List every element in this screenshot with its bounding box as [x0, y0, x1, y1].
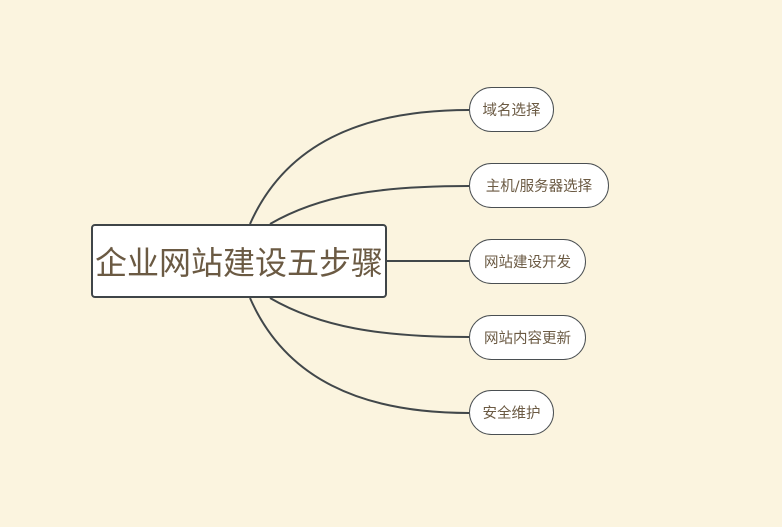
connector-to-child-1: [249, 109, 470, 225]
subtopic-label: 域名选择: [482, 103, 541, 119]
connector-to-child-2: [269, 185, 470, 225]
subtopic-node-content-update[interactable]: 网站内容更新: [469, 315, 586, 360]
subtopic-label: 网站建设开发: [484, 255, 571, 271]
subtopic-node-security-maintenance[interactable]: 安全维护: [469, 390, 554, 435]
subtopic-label: 网站内容更新: [484, 331, 571, 347]
subtopic-node-host-server-selection[interactable]: 主机/服务器选择: [469, 163, 609, 208]
subtopic-label: 主机/服务器选择: [485, 179, 593, 195]
subtopic-label: 安全维护: [482, 406, 541, 422]
root-topic-node[interactable]: 企业网站建设五步骤: [91, 224, 387, 298]
root-topic-label: 企业网站建设五步骤: [94, 244, 383, 282]
subtopic-node-domain-selection[interactable]: 域名选择: [469, 87, 554, 132]
connector-to-child-5: [249, 297, 470, 414]
subtopic-node-website-development[interactable]: 网站建设开发: [469, 239, 586, 284]
connector-to-child-4: [269, 297, 470, 338]
